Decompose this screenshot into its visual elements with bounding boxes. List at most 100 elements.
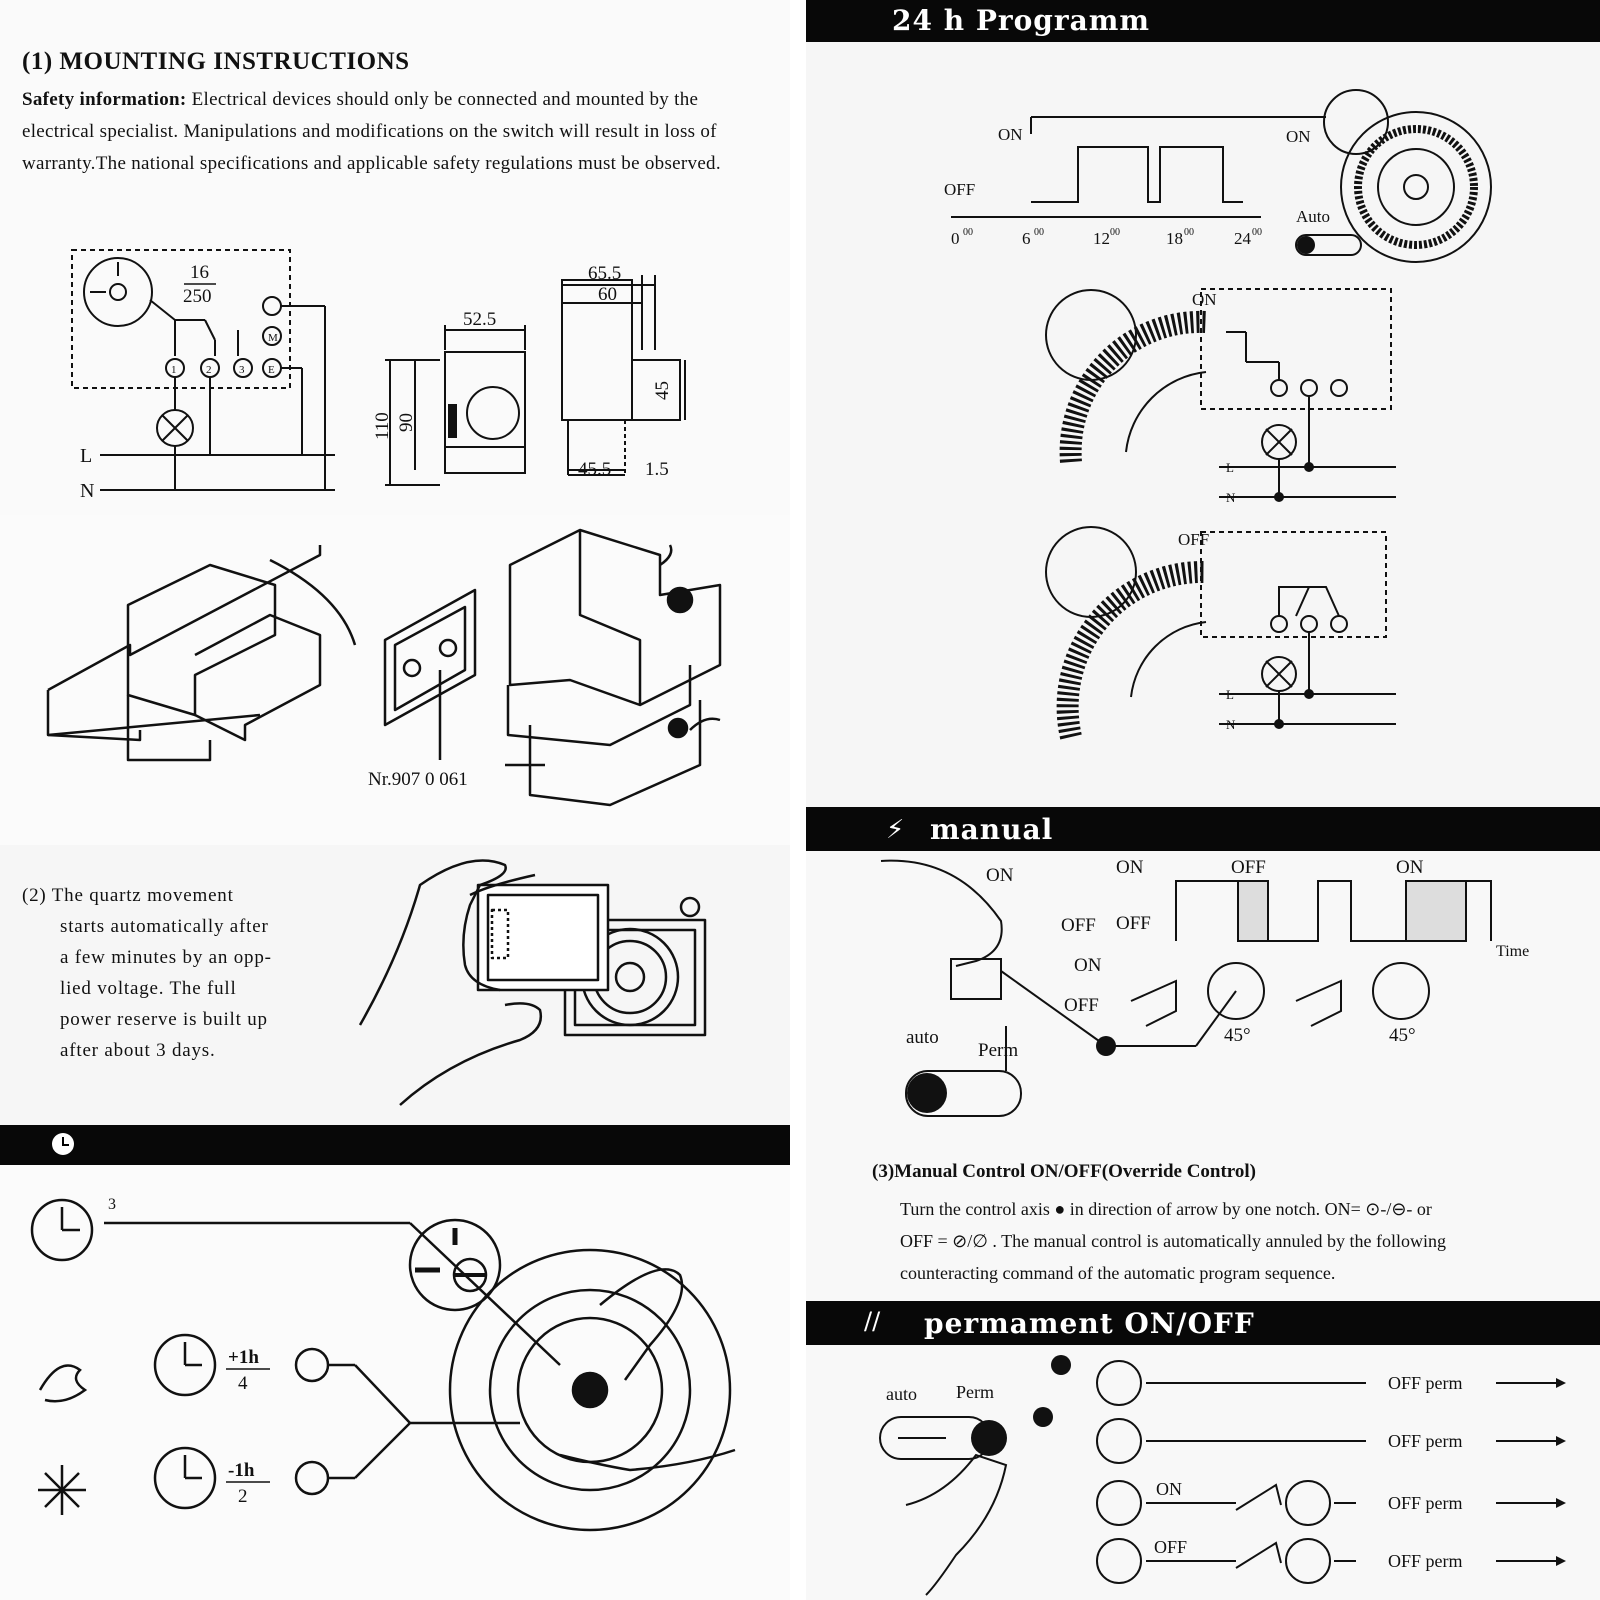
- permanent-bar: ∕∕ permament ON/OFF: [806, 1301, 1600, 1345]
- dim-45-5: 45.5: [578, 459, 611, 480]
- terminal-m-label: M: [268, 332, 278, 344]
- tick-12-sup: 00: [1110, 227, 1120, 238]
- wiring-l-2: L: [1226, 687, 1234, 702]
- auto-label: Auto: [1296, 207, 1330, 226]
- perm-row-1: OFF perm: [1388, 1373, 1463, 1393]
- rating-bottom-text: 250: [183, 286, 212, 307]
- terminal-1-label: 1: [171, 364, 177, 376]
- dim-52-5: 52.5: [463, 309, 496, 330]
- program-on-label: ON: [998, 125, 1023, 144]
- clock-section-bar: [0, 1125, 790, 1165]
- program-bar: 24 h Programm: [806, 0, 1600, 42]
- safety-paragraph: Safety information: Electrical devices s…: [22, 84, 742, 180]
- din-rail-panel: Nr.907 0 061: [0, 515, 790, 845]
- plus-hour-label: +1h: [228, 1347, 259, 1368]
- wiring-l-1: L: [1226, 460, 1234, 475]
- dial-off-1: OFF: [1061, 915, 1096, 936]
- wiring-and-dimension-drawings: 16 250 L N 1 2 3 M E 52.5 65.5 60 110 90…: [71, 249, 686, 502]
- quartz-line-6: after about 3 days.: [60, 1040, 216, 1061]
- part-number: Nr.907 0 061: [368, 769, 468, 790]
- perm-row-4: OFF perm: [1388, 1551, 1463, 1571]
- lightning-icon: ⚡: [886, 815, 905, 845]
- perm-row-2: OFF perm: [1388, 1431, 1463, 1451]
- clock-dial-icon: [83, 257, 153, 327]
- manual-on-1: ON: [1116, 857, 1144, 878]
- manual-off-top: OFF: [1231, 857, 1266, 878]
- perm-perm-label: Perm: [956, 1382, 994, 1402]
- dial-off-2: OFF: [1064, 995, 1099, 1016]
- permanent-panel: auto Perm OFF perm OFF perm OFF perm OFF…: [806, 1345, 1600, 1600]
- minus-hour-value: 2: [238, 1486, 248, 1507]
- tick-6-sup: 00: [1034, 227, 1044, 238]
- permanent-title: permament ON/OFF: [924, 1307, 1255, 1340]
- perm-row-3: OFF perm: [1388, 1493, 1463, 1513]
- terminal-2-label: 2: [206, 364, 212, 376]
- wiring-on-label: ON: [1192, 290, 1217, 309]
- safety-label: Safety information:: [22, 89, 187, 110]
- manual-heading: (3)Manual Control ON/OFF(Override Contro…: [872, 1161, 1256, 1182]
- deg-1: 45°: [1224, 1025, 1251, 1046]
- program-diagrams: ON OFF 0 6 12 18 24 00 00 00 00 00 ON Au…: [944, 89, 1492, 740]
- deg-2: 45°: [1389, 1025, 1416, 1046]
- perm-off-label: OFF: [1154, 1537, 1187, 1557]
- tick-0-sup: 00: [963, 227, 973, 238]
- dial-on: ON: [986, 865, 1014, 886]
- manual-on-2: ON: [1396, 857, 1424, 878]
- din-rail-drawings: Nr.907 0 061: [46, 528, 722, 807]
- quartz-text: (2) The quartz movement starts automatic…: [22, 880, 272, 1066]
- wire-l-label: L: [80, 445, 92, 467]
- manual-panel: ON OFF ON OFF Time ON OFF ON OFF auto Pe…: [806, 851, 1600, 1301]
- plus-hour-value: 4: [238, 1373, 248, 1394]
- dim-65-5: 65.5: [588, 263, 621, 284]
- tick-18-sup: 00: [1184, 227, 1194, 238]
- program-title: 24 h Programm: [892, 4, 1151, 37]
- tick-0: 0: [951, 229, 960, 248]
- perm-on-label: ON: [1156, 1479, 1182, 1499]
- quartz-line-4: lied voltage. The full: [60, 978, 237, 999]
- permanent-icon: ∕∕: [864, 1307, 881, 1335]
- clock-plus-icon: [153, 1333, 217, 1397]
- program-panel: ON OFF 0 6 12 18 24 00 00 00 00 00 ON Au…: [806, 42, 1600, 807]
- wiring-off-label: OFF: [1178, 530, 1209, 549]
- manual-text: Turn the control axis ● in direction of …: [900, 1193, 1446, 1289]
- tick-12: 12: [1093, 229, 1110, 248]
- time-setting-drawing: 3 +1h 4 -1h 2: [30, 1196, 736, 1532]
- mounting-panel: (1) MOUNTING INSTRUCTIONS Safety informa…: [0, 0, 790, 515]
- switch-perm-label: Perm: [978, 1040, 1018, 1061]
- safety-text: Electrical devices should only be connec…: [22, 89, 721, 174]
- tick-18: 18: [1166, 229, 1183, 248]
- quartz-line-2: starts automatically after: [60, 916, 269, 937]
- wire-n-label: N: [80, 480, 94, 502]
- clock-3-icon: [30, 1198, 94, 1262]
- dim-1-5: 1.5: [645, 459, 669, 480]
- device-boundary: [71, 249, 291, 389]
- dim-60: 60: [598, 284, 617, 305]
- tick-24: 24: [1234, 229, 1252, 248]
- wiring-n-1: N: [1226, 490, 1236, 505]
- tick-6: 6: [1022, 229, 1031, 248]
- manual-bar: ⚡ manual: [806, 807, 1600, 851]
- minus-hour-label: -1h: [228, 1460, 255, 1481]
- time-label: Time: [1496, 943, 1529, 960]
- dim-110: 110: [372, 412, 393, 440]
- manual-text-line-1: Turn the control axis ● in direction of …: [900, 1199, 1432, 1219]
- dial-on-label: ON: [1286, 127, 1311, 146]
- manual-text-line-2: OFF = ⊘/∅ . The manual control is automa…: [900, 1231, 1446, 1251]
- dial-on-2: ON: [1074, 955, 1102, 976]
- clock-minus-icon: [153, 1446, 217, 1510]
- time-3-label: 3: [108, 1196, 116, 1213]
- rating-top-text: 16: [190, 262, 209, 283]
- clock-adjust-panel: 3 +1h 4 -1h 2: [0, 1165, 790, 1600]
- perm-auto-label: auto: [886, 1384, 917, 1404]
- program-off-label: OFF: [944, 180, 975, 199]
- quartz-line-1: (2) The quartz movement: [22, 885, 234, 906]
- tick-24-sup: 00: [1252, 227, 1262, 238]
- terminal-3-label: 3: [239, 364, 245, 376]
- manual-diagram: ON OFF ON OFF Time ON OFF ON OFF auto Pe…: [880, 857, 1529, 1117]
- quartz-line-5: power reserve is built up: [60, 1009, 268, 1030]
- mounting-title: (1) MOUNTING INSTRUCTIONS: [22, 48, 410, 75]
- manual-title: manual: [930, 813, 1054, 846]
- manual-off-left: OFF: [1116, 913, 1151, 934]
- dim-45: 45: [652, 381, 673, 400]
- quartz-line-3: a few minutes by an opp-: [60, 947, 272, 968]
